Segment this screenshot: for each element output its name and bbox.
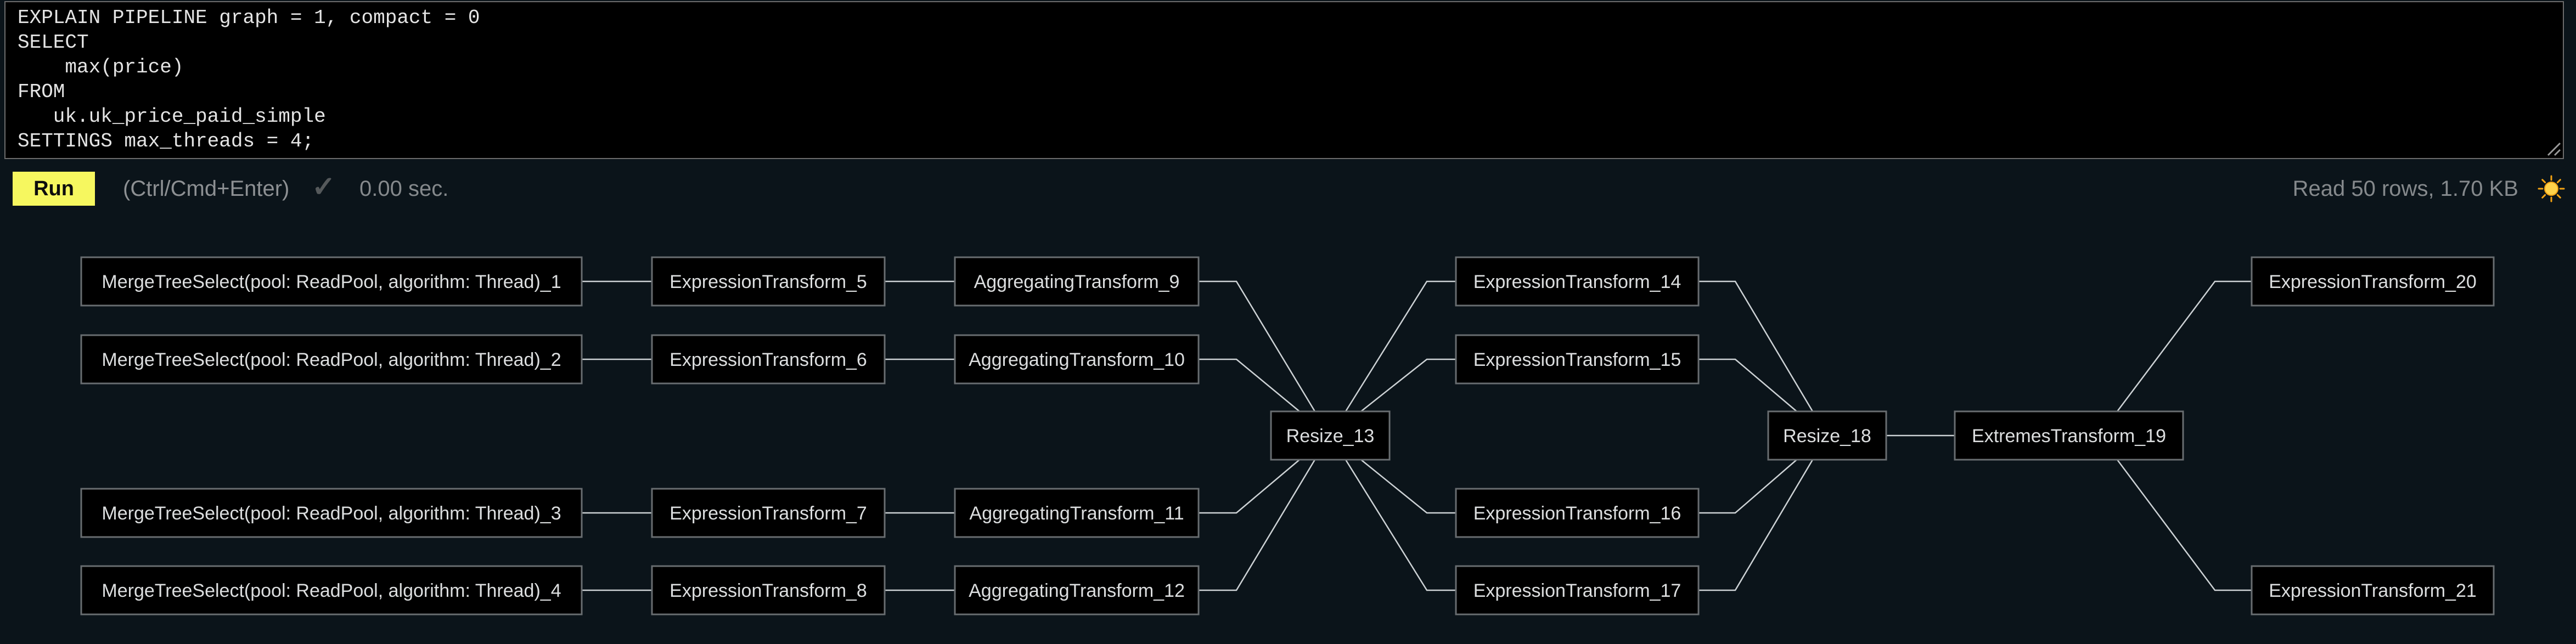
pipeline-node-label: AggregatingTransform_11	[969, 503, 1184, 524]
pipeline-edge-extremes19-et21	[2116, 459, 2252, 591]
pipeline-node-et6: ExpressionTransform_6	[651, 334, 886, 385]
pipeline-node-mts2: MergeTreeSelect(pool: ReadPool, algorith…	[80, 334, 583, 385]
pipeline-node-agg12: AggregatingTransform_12	[954, 565, 1200, 615]
pipeline-node-label: Resize_13	[1286, 426, 1375, 447]
pipeline-edge-et16-resize18	[1698, 459, 1797, 514]
pipeline-node-et20: ExpressionTransform_20	[2251, 256, 2495, 307]
pipeline-node-label: AggregatingTransform_9	[974, 272, 1180, 292]
pipeline-node-label: MergeTreeSelect(pool: ReadPool, algorith…	[102, 272, 561, 292]
pipeline-node-et17: ExpressionTransform_17	[1455, 565, 1700, 615]
pipeline-edge-agg11-resize13	[1199, 459, 1300, 514]
pipeline-edge-agg12-resize13	[1199, 459, 1316, 591]
pipeline-node-label: Resize_18	[1783, 426, 1871, 447]
pipeline-node-label: AggregatingTransform_12	[969, 580, 1185, 601]
sun-icon[interactable]	[2538, 175, 2565, 202]
pipeline-edge-agg10-resize13	[1199, 358, 1300, 412]
pipeline-edge-resize13-et17	[1345, 459, 1456, 591]
pipeline-node-label: ExtremesTransform_19	[1972, 426, 2166, 447]
pipeline-node-label: ExpressionTransform_14	[1473, 272, 1681, 292]
pipeline-node-label: ExpressionTransform_15	[1473, 349, 1681, 370]
pipeline-node-et7: ExpressionTransform_7	[651, 488, 886, 538]
pipeline-edge-resize13-et14	[1345, 280, 1456, 412]
pipeline-node-resize18: Resize_18	[1767, 410, 1887, 461]
pipeline-edge-et15-resize18	[1698, 358, 1797, 412]
pipeline-edge-resize13-et16	[1360, 459, 1456, 514]
pipeline-node-agg10: AggregatingTransform_10	[954, 334, 1200, 385]
pipeline-node-et5: ExpressionTransform_5	[651, 256, 886, 307]
pipeline-node-label: MergeTreeSelect(pool: ReadPool, algorith…	[102, 503, 561, 524]
pipeline-node-agg11: AggregatingTransform_11	[954, 488, 1200, 538]
pipeline-node-mts1: MergeTreeSelect(pool: ReadPool, algorith…	[80, 256, 583, 307]
success-check-icon: ✓	[312, 171, 336, 203]
pipeline-node-resize13: Resize_13	[1270, 410, 1391, 461]
pipeline-node-label: MergeTreeSelect(pool: ReadPool, algorith…	[102, 349, 561, 370]
read-stats: Read 50 rows, 1.70 KB	[2292, 177, 2518, 201]
pipeline-node-label: ExpressionTransform_7	[670, 503, 867, 524]
pipeline-node-label: ExpressionTransform_16	[1473, 503, 1681, 524]
pipeline-node-label: ExpressionTransform_17	[1473, 580, 1681, 601]
pipeline-node-mts4: MergeTreeSelect(pool: ReadPool, algorith…	[80, 565, 583, 615]
pipeline-edge-resize13-et15	[1360, 358, 1456, 412]
pipeline-node-agg9: AggregatingTransform_9	[954, 256, 1200, 307]
pipeline-node-label: MergeTreeSelect(pool: ReadPool, algorith…	[102, 580, 561, 601]
toolbar: Run (Ctrl/Cmd+Enter) ✓ 0.00 sec. Read 50…	[0, 165, 2576, 214]
elapsed-time: 0.00 sec.	[359, 177, 449, 201]
pipeline-node-et8: ExpressionTransform_8	[651, 565, 886, 615]
pipeline-node-label: ExpressionTransform_5	[670, 272, 867, 292]
query-input[interactable]: EXPLAIN PIPELINE graph = 1, compact = 0 …	[18, 7, 480, 152]
pipeline-node-et21: ExpressionTransform_21	[2251, 565, 2495, 615]
pipeline-node-label: ExpressionTransform_8	[670, 580, 867, 601]
shortcut-hint: (Ctrl/Cmd+Enter)	[123, 177, 290, 201]
pipeline-node-et15: ExpressionTransform_15	[1455, 334, 1700, 385]
query-editor[interactable]: EXPLAIN PIPELINE graph = 1, compact = 0 …	[4, 1, 2564, 159]
run-button[interactable]: Run	[13, 172, 95, 206]
pipeline-edge-et14-resize18	[1698, 280, 1814, 412]
pipeline-edge-extremes19-et20	[2117, 280, 2252, 412]
pipeline-node-et16: ExpressionTransform_16	[1455, 488, 1700, 538]
pipeline-node-label: AggregatingTransform_10	[969, 349, 1185, 370]
pipeline-node-mts3: MergeTreeSelect(pool: ReadPool, algorith…	[80, 488, 583, 538]
resize-grip-icon[interactable]	[2543, 138, 2561, 156]
pipeline-node-label: ExpressionTransform_6	[670, 349, 867, 370]
pipeline-node-extremes19: ExtremesTransform_19	[1954, 410, 2184, 461]
pipeline-edge-agg9-resize13	[1199, 280, 1316, 412]
pipeline-node-et14: ExpressionTransform_14	[1455, 256, 1700, 307]
pipeline-edge-et17-resize18	[1698, 459, 1814, 591]
pipeline-node-label: ExpressionTransform_21	[2269, 580, 2477, 601]
pipeline-node-label: ExpressionTransform_20	[2269, 272, 2477, 292]
